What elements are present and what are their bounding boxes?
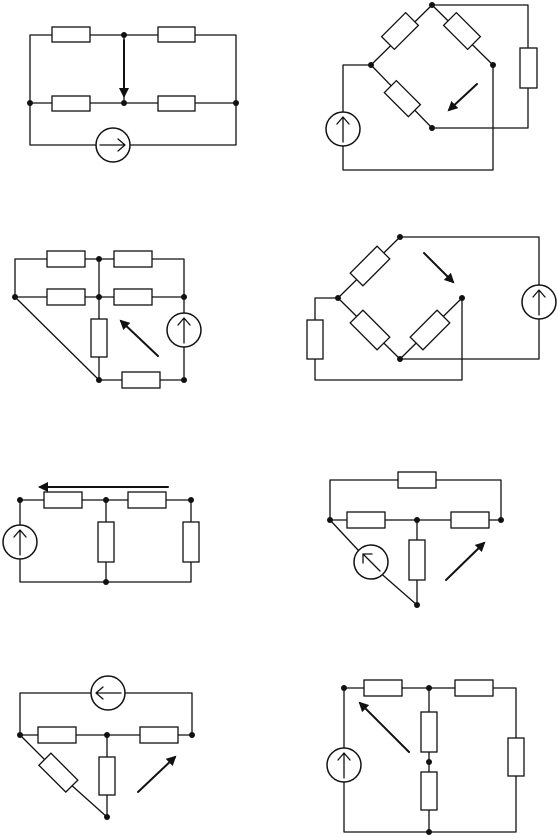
node-dot-icon — [188, 497, 194, 503]
node-dot-icon — [426, 685, 432, 691]
node-dot-icon — [96, 256, 102, 262]
resistor-icon — [37, 726, 77, 744]
node-dot-icon — [17, 497, 23, 503]
node-dot-icon — [397, 234, 403, 240]
resistor-icon — [306, 319, 324, 360]
resistor-icon — [37, 752, 79, 794]
resistor-icon — [507, 737, 525, 777]
resistor-icon — [442, 11, 482, 51]
resistor-icon — [383, 79, 422, 118]
node-dot-icon — [181, 294, 187, 300]
resistor-icon — [51, 26, 91, 43]
node-dot-icon — [103, 497, 109, 503]
resistor-icon — [121, 371, 161, 389]
current-source-icon — [353, 544, 389, 580]
circuit-3 — [12, 250, 202, 389]
node-dot-icon — [426, 829, 432, 835]
resistor-icon — [454, 679, 494, 697]
resistor-icon — [409, 309, 451, 351]
node-dot-icon — [397, 356, 403, 362]
resistor-icon — [113, 250, 153, 268]
node-dot-icon — [17, 732, 23, 738]
resistor-icon — [98, 756, 116, 796]
node-dot-icon — [490, 62, 496, 68]
resistor-icon — [46, 288, 86, 306]
current-source-icon — [326, 747, 362, 783]
current-source-icon — [325, 111, 361, 147]
current-source-icon — [521, 284, 557, 320]
resistor-icon — [113, 288, 153, 306]
circuit-4 — [306, 234, 557, 381]
node-dot-icon — [104, 732, 110, 738]
node-dot-icon — [498, 517, 504, 523]
arrow-icon — [445, 541, 486, 581]
resistor-icon — [139, 726, 179, 744]
node-dot-icon — [429, 125, 435, 131]
current-source-icon — [166, 312, 202, 348]
resistor-icon — [397, 471, 437, 489]
resistor-icon — [380, 11, 420, 51]
resistor-icon — [43, 491, 83, 509]
node-dot-icon — [103, 579, 109, 585]
current-source-icon — [90, 675, 126, 711]
circuit-7 — [17, 675, 195, 820]
current-source-icon — [2, 524, 38, 560]
node-dot-icon — [335, 295, 341, 301]
node-dot-icon — [414, 602, 420, 608]
resistor-icon — [420, 711, 438, 753]
resistor-icon — [157, 26, 196, 43]
circuit-6 — [327, 471, 504, 608]
current-source-icon — [95, 127, 131, 163]
resistor-icon — [519, 47, 538, 89]
node-dot-icon — [121, 32, 127, 38]
resistor-icon — [346, 511, 386, 529]
resistor-icon — [349, 245, 391, 287]
resistor-icon — [408, 539, 426, 581]
circuit-2 — [325, 2, 538, 171]
node-dot-icon — [233, 100, 239, 106]
resistor-icon — [420, 771, 438, 811]
node-dot-icon — [414, 517, 420, 523]
arrow-icon — [447, 83, 478, 112]
resistor-icon — [363, 679, 403, 697]
node-dot-icon — [181, 377, 187, 383]
node-dot-icon — [368, 62, 374, 68]
arrow-icon — [119, 319, 159, 357]
node-dot-icon — [104, 814, 110, 820]
circuit-5 — [2, 482, 200, 585]
resistor-icon — [127, 491, 167, 509]
node-dot-icon — [96, 294, 102, 300]
resistor-icon — [157, 95, 196, 112]
node-dot-icon — [429, 2, 435, 8]
node-dot-icon — [121, 100, 127, 106]
node-dot-icon — [96, 377, 102, 383]
circuit-8 — [326, 679, 525, 835]
arrow-icon — [358, 701, 410, 753]
resistor-icon — [97, 521, 115, 563]
node-dot-icon — [459, 295, 465, 301]
arrow-icon — [137, 755, 177, 793]
node-dot-icon — [426, 759, 432, 765]
circuit-1 — [27, 26, 239, 163]
resistor-icon — [450, 511, 490, 529]
resistor-icon — [182, 521, 200, 563]
node-dot-icon — [27, 100, 33, 106]
resistor-icon — [46, 250, 86, 268]
resistor-icon — [90, 318, 108, 358]
node-dot-icon — [327, 517, 333, 523]
arrow-icon — [423, 252, 455, 284]
node-dot-icon — [341, 685, 347, 691]
node-dot-icon — [189, 732, 195, 738]
resistor-icon — [51, 95, 91, 112]
node-dot-icon — [12, 294, 18, 300]
resistor-icon — [349, 309, 391, 351]
